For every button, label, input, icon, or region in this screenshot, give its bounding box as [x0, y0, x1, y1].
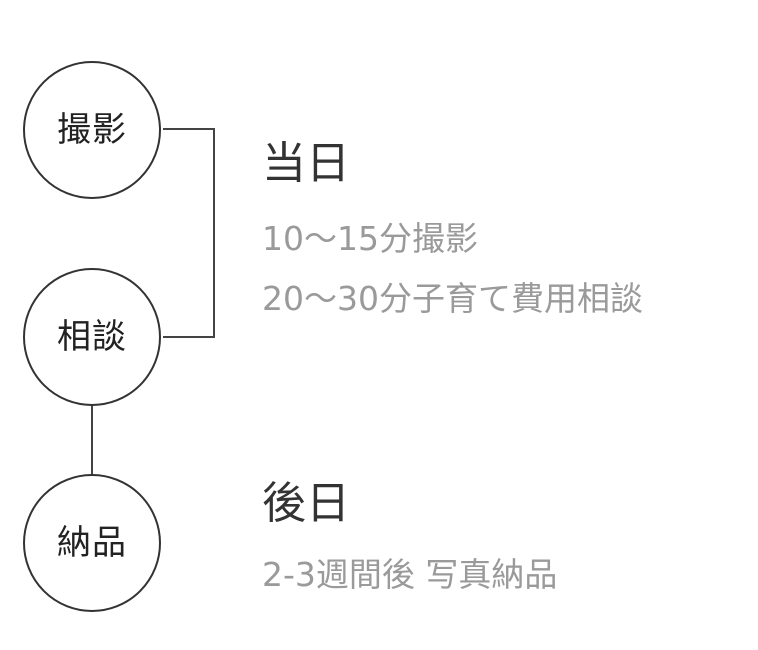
- step-node-label: 撮影: [57, 110, 127, 150]
- bracket-vertical-connector: [213, 128, 215, 338]
- bracket-bottom-connector: [163, 336, 215, 338]
- later-title: 後日: [262, 478, 350, 529]
- step-node-shoot: 撮影: [23, 61, 161, 199]
- step-node-label: 相談: [57, 317, 127, 357]
- bracket-top-connector: [163, 128, 215, 130]
- step-node-consult: 相談: [23, 268, 161, 406]
- same-day-detail-line: 10〜15分撮影: [262, 219, 478, 258]
- same-day-detail-line: 20〜30分子育て費用相談: [262, 279, 643, 318]
- later-detail-line: 2-3週間後 写真納品: [262, 555, 558, 594]
- step-node-deliver: 納品: [23, 474, 161, 612]
- same-day-title: 当日: [262, 138, 350, 189]
- consult-to-deliver-connector: [91, 405, 93, 475]
- step-node-label: 納品: [57, 523, 127, 563]
